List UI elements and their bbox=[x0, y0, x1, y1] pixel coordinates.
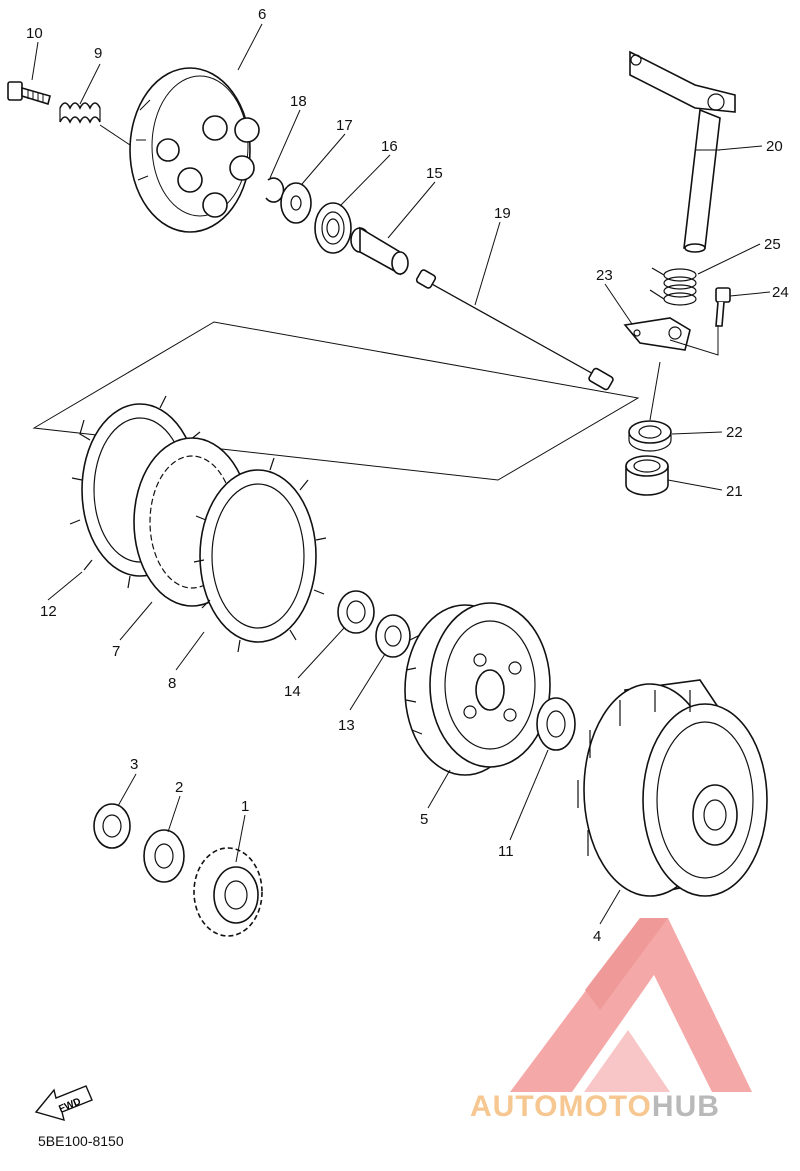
label-part-25: 25 bbox=[764, 236, 781, 253]
plate-stack-outline bbox=[32, 321, 640, 481]
part-20-lever-shaft bbox=[629, 50, 736, 253]
watermark-text-part1: AUTOMOTO bbox=[470, 1090, 652, 1123]
label-part-3: 3 bbox=[130, 756, 138, 773]
label-part-19: 19 bbox=[494, 205, 511, 222]
label-part-8: 8 bbox=[168, 675, 176, 692]
label-part-22: 22 bbox=[726, 424, 743, 441]
label-part-7: 7 bbox=[112, 643, 120, 660]
part-16-thrust-bearing bbox=[314, 202, 352, 254]
label-part-14: 14 bbox=[284, 683, 301, 700]
automotohub-logo bbox=[510, 918, 752, 1092]
part-3-nut bbox=[93, 803, 131, 849]
part-23-plate bbox=[623, 317, 691, 351]
label-part-10: 10 bbox=[26, 25, 43, 42]
part-2-washer bbox=[143, 829, 185, 883]
fwd-arrow-icon: FWD bbox=[34, 1085, 93, 1122]
label-part-5: 5 bbox=[420, 811, 428, 828]
label-part-13: 13 bbox=[338, 717, 355, 734]
part-15-push-rod-end bbox=[350, 226, 409, 276]
label-part-16: 16 bbox=[381, 138, 398, 155]
part-19-push-rod bbox=[415, 269, 614, 391]
label-part-24: 24 bbox=[772, 284, 789, 301]
label-part-18: 18 bbox=[290, 93, 307, 110]
part-14-nut bbox=[337, 590, 375, 634]
label-part-4: 4 bbox=[593, 928, 601, 945]
label-part-1: 1 bbox=[241, 798, 249, 815]
part-5-clutch-boss bbox=[404, 602, 551, 776]
drawing-code: 5BE100-8150 bbox=[38, 1133, 124, 1149]
label-part-6: 6 bbox=[258, 6, 266, 23]
part-10-bolt bbox=[7, 81, 51, 106]
part-25-torsion-spring bbox=[649, 267, 697, 306]
part-8-friction-plate bbox=[193, 457, 327, 653]
label-part-9: 9 bbox=[94, 45, 102, 62]
label-part-23: 23 bbox=[596, 267, 613, 284]
part-9-spring bbox=[59, 102, 101, 124]
label-part-15: 15 bbox=[426, 165, 443, 182]
label-part-12: 12 bbox=[40, 603, 57, 620]
watermark-text-part2: HUB bbox=[651, 1090, 720, 1123]
part-22-oil-seal bbox=[628, 420, 672, 452]
part-21-bushing bbox=[625, 455, 669, 496]
part-24-bolt bbox=[715, 287, 731, 327]
label-part-2: 2 bbox=[175, 779, 183, 796]
leader-lines bbox=[31, 23, 771, 925]
part-11-thrust-washer bbox=[536, 697, 576, 751]
part-17-washer bbox=[280, 182, 312, 224]
part-4-clutch-housing bbox=[577, 679, 768, 897]
label-part-20: 20 bbox=[766, 138, 783, 155]
label-part-17: 17 bbox=[336, 117, 353, 134]
part-1-drive-gear bbox=[193, 847, 263, 937]
label-part-21: 21 bbox=[726, 483, 743, 500]
part-labels: 10 9 6 18 17 16 15 19 20 25 24 23 22 21 … bbox=[26, 6, 789, 945]
watermark-text: AUTOMOTOHUB bbox=[470, 1090, 720, 1124]
part-13-lock-washer bbox=[375, 614, 411, 658]
part-6-pressure-plate bbox=[129, 67, 260, 233]
label-part-11: 11 bbox=[498, 843, 514, 860]
